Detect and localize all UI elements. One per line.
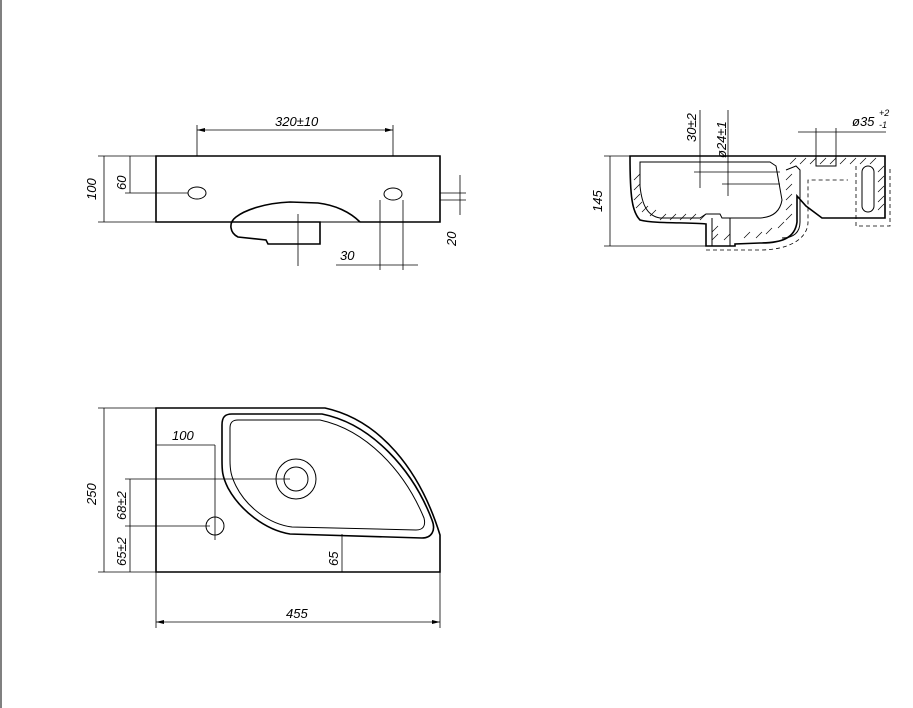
dim-label-hole-height: 60 — [114, 175, 129, 190]
hidden-drain-outline — [706, 179, 848, 251]
dim-label-plan-width: 455 — [286, 606, 308, 621]
dim-label-drain-offset: 30 — [340, 248, 355, 263]
dim-label-tap-tol-upper: +2 — [879, 108, 889, 118]
dim-label-overflow: 30±2 — [684, 112, 699, 142]
dim-label-tap-tol-lower: -1 — [879, 120, 887, 130]
dim-label-tap-hole: ø35 — [852, 114, 875, 129]
bowl-inner-line — [639, 161, 783, 219]
dim-label-plan-depth: 250 — [84, 483, 99, 506]
tap-slot — [861, 165, 875, 213]
plan-outline — [155, 407, 441, 573]
dim-label-drain-diameter: ø24±1 — [714, 121, 729, 158]
dim-label-side-height: 145 — [590, 190, 605, 212]
dim-label-plan-drain-y: 68±2 — [114, 490, 129, 520]
front-view: 320±10 100 60 30 20 — [84, 114, 466, 270]
dim-label-drain-drop: 20 — [444, 231, 459, 247]
dim-label-plan-bowl-edge: 65 — [326, 551, 341, 566]
right-mounting-hole — [383, 187, 403, 201]
dim-label-plan-hole-y: 65±2 — [114, 536, 129, 566]
dim-label-front-height: 100 — [84, 178, 99, 200]
overflow-channel — [781, 165, 801, 239]
section-hatch — [633, 157, 885, 241]
hidden-tap-outline — [855, 166, 891, 227]
arrow — [432, 620, 440, 624]
left-mounting-hole — [187, 186, 207, 200]
plan-bowl-inner — [229, 419, 426, 531]
dim-label-plan-tap-offset: 100 — [172, 428, 194, 443]
arrow — [156, 620, 164, 624]
arrow — [197, 128, 205, 132]
side-section-view: 145 30±2 ø24±1 ø35 +2 -1 — [590, 108, 891, 251]
arrow — [385, 128, 393, 132]
plan-bowl — [221, 413, 435, 539]
front-body-outline — [155, 155, 441, 245]
tap-hole-top — [815, 155, 837, 167]
section-outline — [629, 155, 886, 247]
plan-view: 250 100 68±2 65±2 65 455 — [84, 407, 441, 628]
dim-label-hole-spacing: 320±10 — [275, 114, 319, 129]
